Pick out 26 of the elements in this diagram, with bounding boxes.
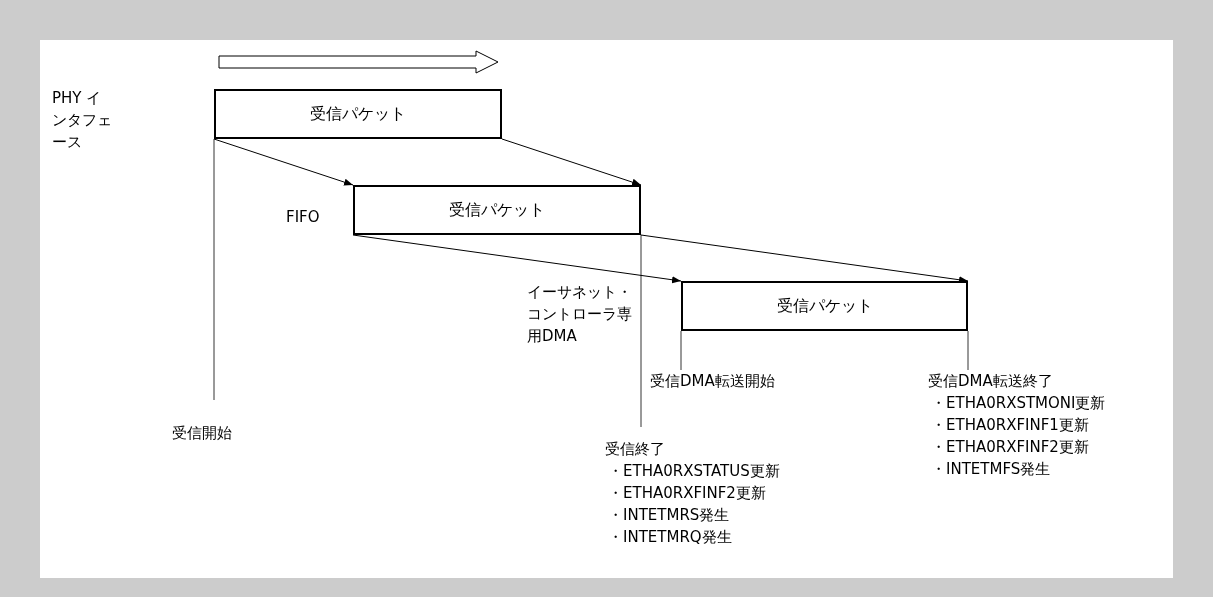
event-item: ・ETHA0RXSTATUS更新 (607, 461, 780, 482)
leader-line (680, 330, 682, 371)
packet-label: 受信パケット (310, 103, 406, 125)
event-item: ・ETHA0RXSTMONI更新 (930, 393, 1106, 414)
packet-label: 受信パケット (776, 295, 873, 317)
arrow (501, 138, 642, 186)
leader-line (640, 234, 642, 428)
event-item: ・ETHA0RXFINF2更新 (607, 483, 767, 504)
arrow (213, 138, 354, 186)
event-label: 受信開始 (172, 423, 232, 444)
event-item: ・INTETMRS発生 (607, 505, 731, 526)
leader-line (213, 138, 215, 401)
event-item: ・INTETMRQ発生 (607, 527, 733, 548)
event-label: 受信DMA転送終了 (928, 371, 1054, 392)
event-item: ・INTETMFS発生 (930, 459, 1052, 480)
event-label: 受信DMA転送開始 (650, 371, 775, 392)
arrow (352, 234, 682, 284)
event-label: 受信終了 (605, 439, 666, 460)
event-item: ・ETHA0RXFINF1更新 (930, 415, 1090, 436)
packet-box (353, 185, 641, 235)
arrow (640, 234, 969, 284)
leader-line (967, 330, 969, 371)
packet-box (681, 281, 968, 331)
packet-box (214, 89, 502, 139)
packet-label: 受信パケット (449, 199, 545, 221)
event-item: ・ETHA0RXFINF2更新 (930, 437, 1090, 458)
